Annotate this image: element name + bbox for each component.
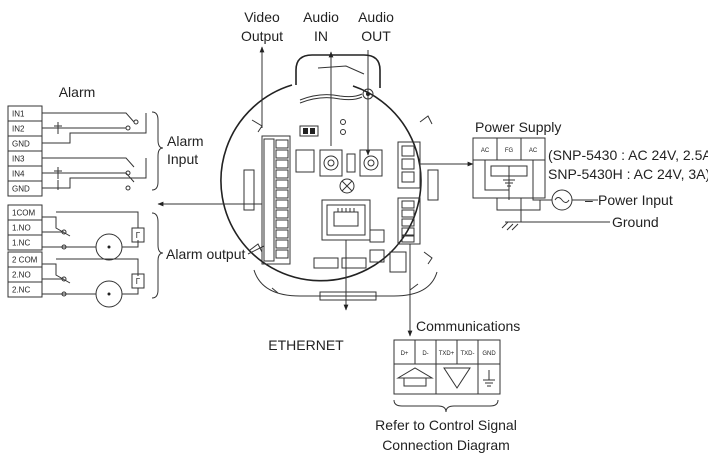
alarm-output-leader: [247, 245, 265, 255]
terminal-slot: [275, 169, 289, 179]
ground-label: Ground: [612, 214, 659, 230]
alarm-terminal-label: GND: [12, 140, 30, 149]
relay-symbol: Γ: [136, 231, 141, 240]
ethernet-label: ETHERNET: [268, 337, 344, 353]
terminal-slot: [275, 229, 289, 239]
audio-out-jack: [359, 149, 383, 177]
terminal-slot: [275, 249, 289, 259]
alarm-label: Alarm: [59, 84, 96, 100]
alarm-terminal-block: [261, 135, 291, 265]
video-output-label-1: Video: [244, 9, 280, 25]
video-output-label-2: Output: [241, 28, 283, 44]
alarm-terminal-label: 1.NO: [12, 224, 31, 233]
alarm-output-label: Alarm output: [166, 246, 245, 262]
comm-terminal-label: D+: [401, 351, 409, 357]
power-connector: [397, 141, 421, 189]
terminal-slot: [275, 139, 289, 149]
ethernet-port: [321, 199, 371, 241]
power-spec-1: (SNP-5430 : AC 24V, 2.5A/: [548, 147, 708, 163]
dip-switch: [299, 125, 319, 137]
alarm-terminal-label: IN2: [12, 125, 25, 134]
audio-out-label-1: Audio: [358, 9, 394, 25]
terminal-slot: [275, 219, 289, 229]
terminal-slot: [275, 159, 289, 169]
alarm-input-label-1: Alarm: [167, 133, 204, 149]
audio-out-label-2: OUT: [361, 28, 391, 44]
alarm-input-label-2: Input: [167, 151, 198, 167]
audio-in-label-2: IN: [314, 28, 328, 44]
comm-terminal-label: TXD-: [461, 351, 475, 357]
comm-terminal-table: D+ D- TXD+ TXD- GND: [393, 339, 501, 395]
screw-icon: [339, 178, 355, 194]
comm-terminal-label: GND: [482, 351, 496, 357]
comm-terminal-label: TXD+: [439, 351, 455, 357]
terminal-slot: [275, 199, 289, 209]
alarm-terminal-label: 2.NC: [12, 286, 30, 295]
power-terminal-label: FG: [505, 148, 514, 154]
alarm-input-brace: [151, 111, 164, 191]
svg-text:–: –: [585, 192, 593, 208]
audio-in-label-1: Audio: [303, 9, 339, 25]
alarm-terminal-label: 2 COM: [12, 256, 38, 265]
terminal-slot: [275, 189, 289, 199]
ground-icon: [501, 221, 519, 231]
terminal-slot: [275, 179, 289, 189]
alarm-output-wiring: Γ Γ: [42, 211, 145, 308]
terminal-slot: [275, 209, 289, 219]
alarm-terminal-label: 1COM: [12, 209, 35, 218]
alarm-input-wiring: [42, 112, 147, 191]
power-terminal-label: AC: [481, 148, 490, 154]
lamp-icon: [95, 280, 123, 308]
camera-body: [220, 54, 439, 301]
power-supply-label: Power Supply: [475, 119, 561, 135]
alarm-terminal-label: IN4: [12, 170, 25, 179]
refer-brace: [393, 399, 499, 413]
alarm-terminal-label: IN1: [12, 110, 25, 119]
power-input-label: Power Input: [598, 192, 673, 208]
alarm-terminal-cell: [7, 281, 43, 298]
communications-label: Communications: [416, 318, 520, 334]
terminal-slot: [275, 239, 289, 249]
refer-label-2: Connection Diagram: [382, 437, 510, 453]
alarm-terminal-label: 2.NO: [12, 271, 31, 280]
power-supply-box: AC FG AC: [472, 137, 548, 201]
alarm-terminal-label: GND: [12, 185, 30, 194]
comm-connector: [397, 197, 421, 245]
lamp-icon: [95, 233, 123, 261]
audio-in-jack: [319, 149, 343, 177]
alarm-output-brace: [151, 212, 164, 299]
alarm-terminal-cell: [7, 234, 43, 251]
power-spec-2: SNP-5430H : AC 24V, 3A): [548, 166, 708, 182]
alarm-terminal-label: IN3: [12, 155, 25, 164]
alarm-terminal-label: 1.NC: [12, 239, 30, 248]
relay-symbol: Γ: [136, 277, 141, 286]
terminal-slot: [275, 149, 289, 159]
power-terminal-label: AC: [529, 148, 538, 154]
refer-label-1: Refer to Control Signal: [375, 417, 517, 433]
comm-terminal-label: D-: [422, 351, 428, 357]
